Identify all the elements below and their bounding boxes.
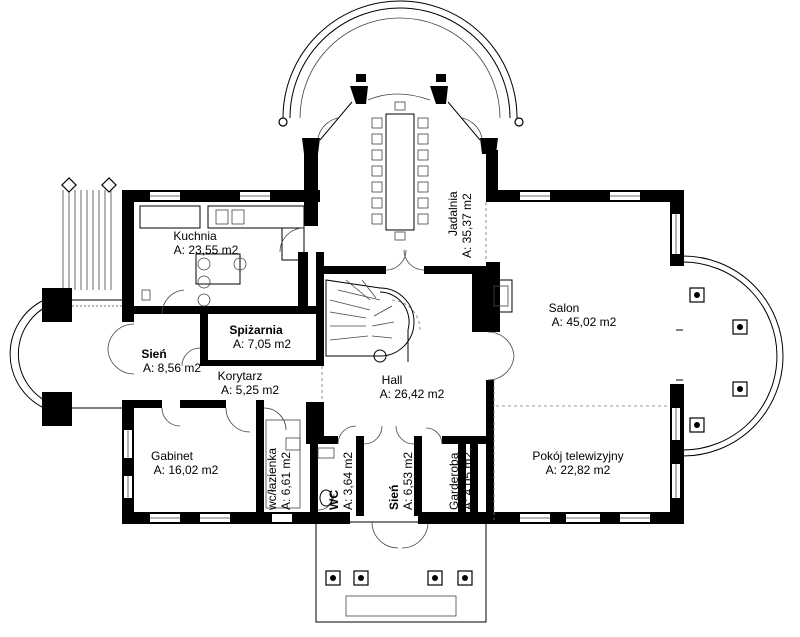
window-lines [127,195,677,519]
jadalnia-name: Jadalnia [446,191,460,236]
jadalnia-area: A: 35,37 m2 [460,193,474,258]
garderoba-name: Garderoba [447,452,461,510]
tv-name: Pokój telewizyjny [532,449,623,463]
staircase [325,279,421,363]
gabinet-area: A: 16,02 m2 [154,463,219,477]
salon-bay [676,255,784,457]
salon-name: Salon [549,301,580,315]
lazienka-area: A: 6,61 m2 [279,452,293,510]
gabinet-name: Gabinet [151,449,194,463]
door-arcs [107,249,515,511]
spizarnia-area: A: 7,05 m2 [233,337,291,351]
dashed-openings [321,202,670,520]
bathroom-fixtures [265,419,335,509]
entrance-portico [315,521,487,623]
sien2-area: A: 6,53 m2 [401,452,415,510]
left-terrace [9,177,122,426]
kuchnia-name: Kuchnia [173,229,217,243]
korytarz-area: A: 5,25 m2 [221,383,279,397]
hall-name: Hall [382,373,403,387]
hall-area: A: 26,42 m2 [380,387,445,401]
sien2-name: Sień [387,485,401,510]
sien1-area: A: 8,56 m2 [143,361,201,375]
wc-name: WC [327,490,341,510]
room-labels: Kuchnia A: 23,55 m2 Jadalnia A: 35,37 m2… [141,191,623,511]
kuchnia-area: A: 23,55 m2 [174,243,239,257]
spizarnia-name: Spiżarnia [229,323,283,337]
lazienka-name: wc/łazienka [265,448,279,511]
wc-area: A: 3,64 m2 [341,452,355,510]
korytarz-name: Korytarz [218,369,263,383]
salon-area: A: 45,02 m2 [552,315,617,329]
sien1-name: Sień [141,347,166,361]
tv-area: A: 22,82 m2 [546,463,611,477]
garderoba-area: A: 4,05 m2 [461,452,475,510]
inner-walls [122,252,513,520]
kitchen-furniture [139,205,305,315]
